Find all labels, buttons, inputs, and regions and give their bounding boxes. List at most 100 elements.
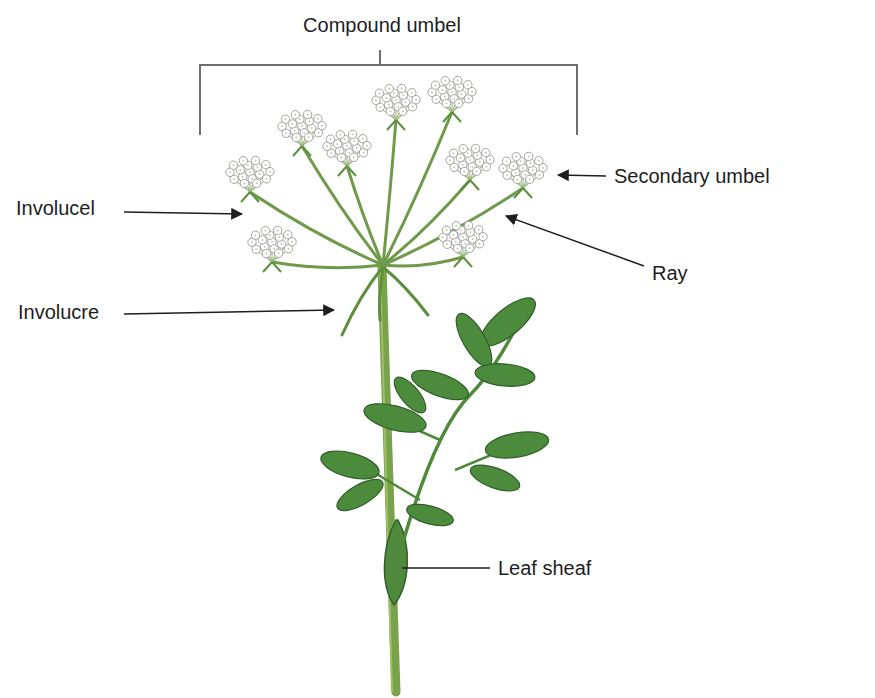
flower-centre (502, 167, 504, 169)
flower-centre (301, 125, 303, 127)
flower-centre (529, 162, 531, 164)
flower-centre (285, 132, 287, 134)
flower-centre (266, 178, 268, 180)
flower (239, 157, 247, 165)
flower-centre (330, 152, 332, 154)
flower-centre (321, 125, 323, 127)
involucel-bract (470, 180, 479, 190)
flower (455, 99, 463, 107)
flower (431, 81, 439, 89)
flower-centre (294, 114, 296, 116)
flower-centre (255, 160, 257, 162)
ray (383, 112, 452, 265)
flower-centre (379, 106, 381, 108)
flower-centre (472, 238, 474, 240)
flower-centre (458, 102, 460, 104)
flower-centre (389, 111, 391, 113)
flower-centre (402, 94, 404, 96)
flower-centre (412, 106, 414, 108)
flower-centre (259, 173, 261, 175)
flower (291, 111, 299, 119)
flower-centre (463, 171, 465, 173)
flower-centre (385, 97, 387, 99)
flower (375, 89, 383, 97)
involucel-bract (347, 166, 356, 176)
flower (513, 175, 521, 183)
flower-centre (318, 132, 320, 134)
flower-centre (243, 183, 245, 185)
involucel-bract (387, 120, 396, 130)
involucel-bract (250, 192, 259, 202)
flower (262, 249, 270, 257)
flower-centre (363, 152, 365, 154)
flower (526, 175, 534, 183)
flower-centre (256, 166, 258, 168)
flower-centre (352, 134, 354, 136)
involucel-bract (293, 146, 302, 156)
involucre-bracts (342, 268, 428, 335)
flower-centre (308, 136, 310, 138)
flower-centre (356, 147, 358, 149)
flower-centre (287, 234, 289, 236)
flower (502, 157, 510, 165)
flower-centre (482, 236, 484, 238)
flower-centre (479, 243, 481, 245)
flower (337, 153, 345, 161)
flower-centre (522, 167, 524, 169)
flower-centre (459, 157, 461, 159)
part-label: Involucel (16, 196, 95, 220)
flower-centre (336, 143, 338, 145)
involucel-bract (523, 188, 532, 198)
flower-centre (269, 171, 271, 173)
flower-centre (265, 164, 267, 166)
flower-centre (269, 234, 271, 236)
flower-centre (311, 127, 313, 129)
flower-centre (278, 236, 280, 238)
flower-centre (539, 174, 541, 176)
ray (347, 166, 383, 265)
flower-centre (467, 84, 469, 86)
flower-centre (449, 84, 451, 86)
flower-centre (453, 98, 455, 100)
ray (302, 146, 383, 265)
involucel-bract (338, 166, 347, 176)
flower-centre (247, 164, 249, 166)
flower (350, 153, 358, 161)
flower-centre (512, 165, 514, 167)
flower-centre (453, 166, 455, 168)
flower-centre (469, 247, 471, 249)
part-label: Secondary umbel (614, 164, 770, 188)
flower (466, 244, 474, 252)
flower-centre (529, 178, 531, 180)
flower-centre (261, 239, 263, 241)
flower (464, 221, 472, 229)
flower-centre (273, 248, 275, 250)
flower-centre (442, 236, 444, 238)
flower-centre (362, 138, 364, 140)
flower (292, 133, 300, 141)
flower-centre (460, 229, 462, 231)
part-label: Involucre (18, 300, 99, 324)
flower-centre (461, 93, 463, 95)
involucel-bract (514, 188, 523, 198)
flower-centre (308, 120, 310, 122)
flower-centre (330, 138, 332, 140)
flower (452, 222, 460, 230)
flower-centre (239, 169, 241, 171)
involucel-bract (263, 262, 272, 272)
flower-centre (415, 99, 417, 101)
flower-centre (249, 171, 251, 173)
flower-centre (255, 248, 257, 250)
flower (288, 238, 296, 246)
rays (232, 98, 541, 272)
flower-centre (453, 152, 455, 154)
flower-centre (449, 159, 451, 161)
flower-centre (468, 98, 470, 100)
flower-centre (462, 148, 464, 150)
flower-centre (469, 231, 471, 233)
flower-centre (464, 243, 466, 245)
flower-centre (281, 125, 283, 127)
flower-centre (278, 252, 280, 254)
flower (266, 168, 274, 176)
